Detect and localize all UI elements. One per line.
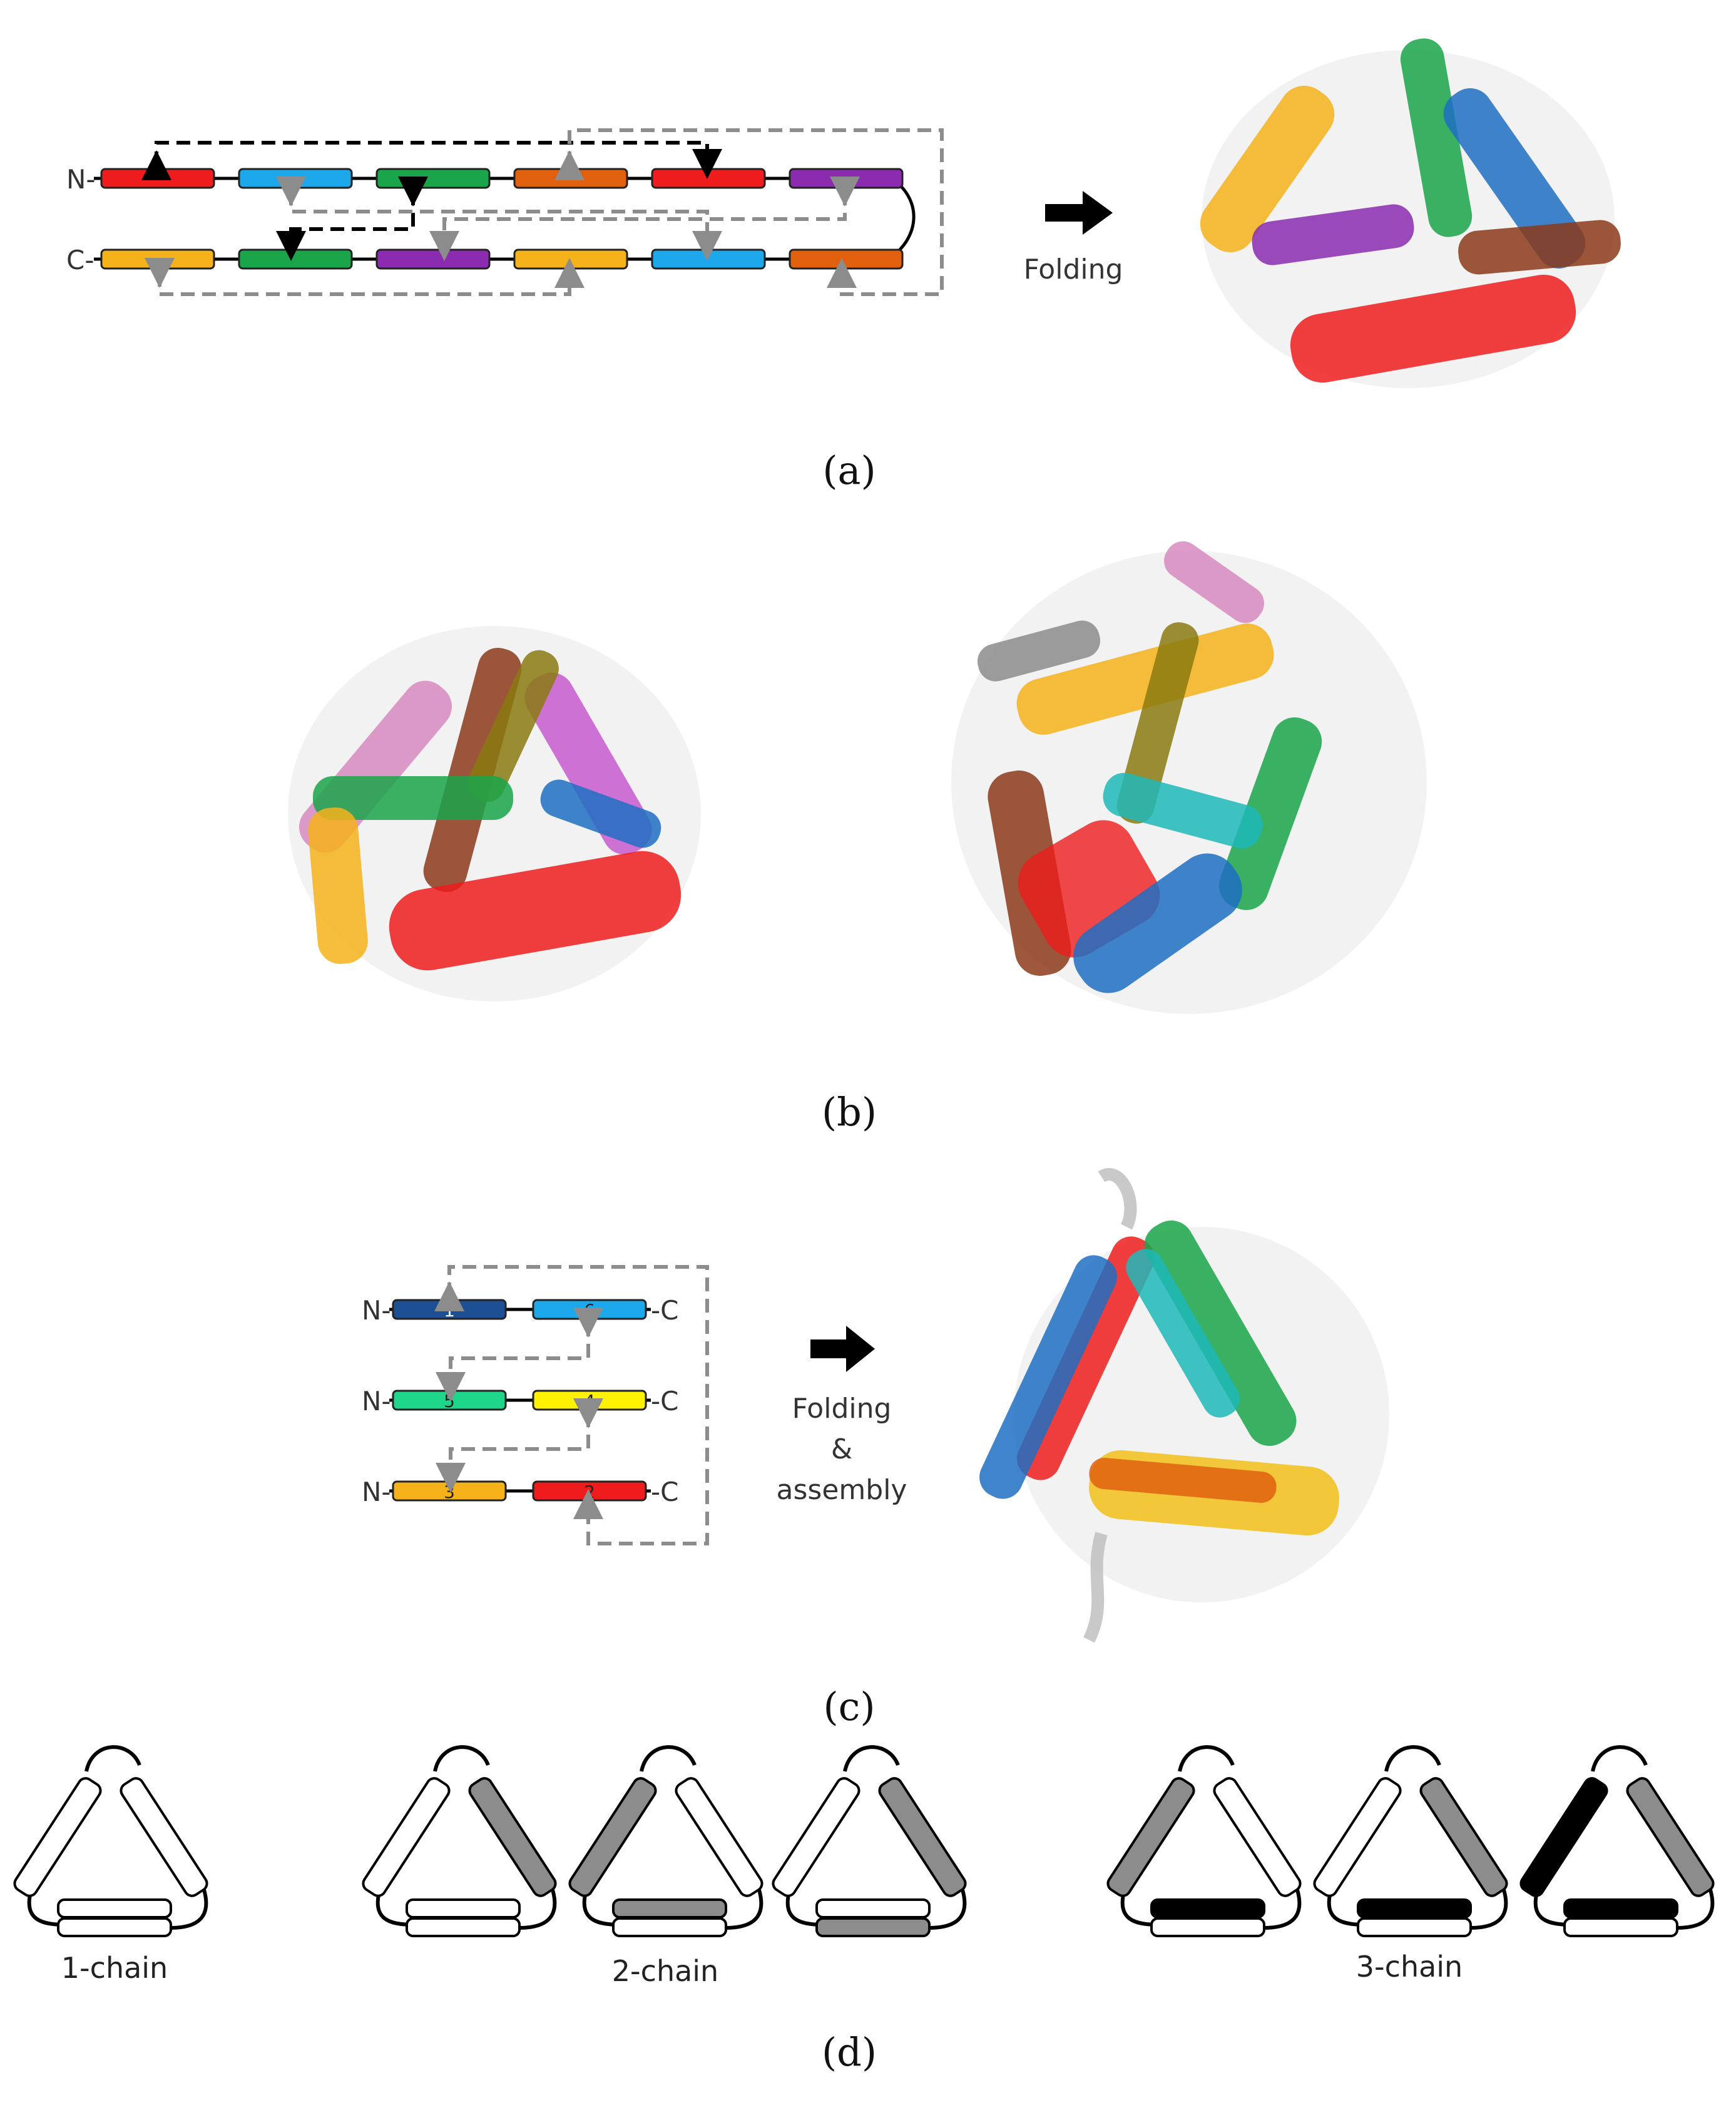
panel-d-caption: (d) [822, 2029, 877, 2075]
helix-cylinder [789, 248, 904, 270]
panel-c-caption: (c) [823, 1684, 875, 1729]
helix-cylinder [815, 1917, 931, 1937]
helix-cylinder [568, 1777, 657, 1897]
panel-a-c-terminus: C- [66, 245, 94, 275]
helix-cylinder [375, 248, 491, 270]
helix-cylinder [375, 168, 491, 189]
panel-c-folding-arrow-icon [810, 1326, 875, 1372]
row-c-terminus: -C [651, 1477, 678, 1507]
panel-a-arrow-label: Folding [1024, 254, 1123, 285]
panel-c-row-2: N- 5 4 -C [362, 1386, 678, 1416]
helix-cylinder [789, 168, 904, 189]
helix-number: 4 [584, 1391, 595, 1411]
helix-cylinder [120, 1777, 208, 1897]
row-n-terminus: N- [362, 1386, 391, 1416]
helix-cylinder [1213, 1777, 1302, 1897]
panel-b-structure-left-image [288, 626, 701, 1001]
helix-cylinder [1357, 1898, 1472, 1918]
panel-b: (b) [288, 541, 1427, 1135]
helix-cylinder [1519, 1777, 1608, 1897]
panel-c-arrow-label-3: assembly [777, 1474, 907, 1506]
panel-d: 1-chain 2-chain 3-chain (d) [13, 1745, 1715, 2075]
panel-c-gray-link [436, 1398, 603, 1493]
panel-d-label-2-chain: 2-chain [612, 1954, 718, 1988]
panel-a-gray-link [429, 177, 860, 261]
panel-c-arrow-label-1: Folding [792, 1393, 892, 1425]
helix-cylinder [1150, 1898, 1265, 1918]
helix-cylinder [362, 1777, 451, 1897]
helix-cylinder [651, 248, 766, 270]
row-n-terminus: N- [362, 1295, 391, 1326]
helix-number: 5 [444, 1391, 455, 1411]
triangle-cartoon [568, 1745, 763, 1937]
helix-cylinder [1563, 1917, 1678, 1937]
triangle-cartoon [1519, 1745, 1715, 1937]
helix-cylinder [238, 248, 353, 270]
helix-cylinder [1106, 1777, 1195, 1897]
helix-cylinder [1563, 1898, 1678, 1918]
helix-cylinder [513, 248, 628, 270]
panel-c: N- 1 6 -C N- 5 4 -C N- 3 2 -C [362, 1168, 1389, 1729]
helix-number: 6 [584, 1300, 595, 1321]
helix-cylinder [100, 168, 215, 189]
helix-cylinder [675, 1777, 763, 1897]
triangle-cartoon [772, 1745, 967, 1937]
panel-c-gray-link [436, 1308, 603, 1402]
panel-a-turn-loop [887, 177, 916, 261]
panel-a-gray-link [145, 258, 585, 296]
helix-cylinder [1419, 1777, 1508, 1897]
helix-cylinder [57, 1917, 172, 1937]
panel-c-arrow-label-2: & [831, 1433, 852, 1465]
helix-cylinder [651, 168, 766, 189]
panel-d-label-1-chain: 1-chain [61, 1951, 168, 1985]
row-c-terminus: -C [651, 1295, 678, 1326]
row-n-terminus: N- [362, 1477, 391, 1507]
triangle-cartoon [1106, 1745, 1302, 1937]
panel-b-structure-right-image [951, 541, 1427, 1014]
helix-cylinder [1150, 1917, 1265, 1937]
helix-cylinder [238, 168, 353, 189]
triangle-cartoon [362, 1745, 557, 1937]
helix-cylinder [1626, 1777, 1715, 1897]
helix-cylinder [57, 1898, 172, 1918]
helix-cylinder [100, 248, 215, 270]
helix-cylinder [878, 1777, 967, 1897]
helix-cylinder [406, 1898, 521, 1918]
panel-a-black-link [276, 177, 428, 261]
panel-a-structure-image [1200, 38, 1621, 388]
panel-b-caption: (b) [822, 1089, 877, 1135]
helix-cylinder [1357, 1917, 1472, 1937]
helix-number: 3 [444, 1482, 455, 1502]
triangle-cartoon [13, 1745, 208, 1937]
panel-a: N- C- [66, 38, 1621, 493]
helix-cylinder [772, 1777, 860, 1897]
panel-a-n-terminus: N- [66, 164, 96, 195]
panel-c-row-3: N- 3 2 -C [362, 1477, 678, 1507]
helix-cylinder [468, 1777, 557, 1897]
panel-a-gray-link [554, 128, 944, 296]
row-c-terminus: -C [651, 1386, 678, 1416]
panel-a-folding-arrow-icon [1045, 191, 1113, 235]
helix-cylinder [612, 1917, 727, 1937]
panel-d-label-3-chain: 3-chain [1356, 1950, 1463, 1984]
panel-c-structure-image [979, 1168, 1389, 1643]
helix-cylinder [13, 1777, 102, 1897]
helix-cylinder [612, 1898, 727, 1918]
helix-cylinder [406, 1917, 521, 1937]
panel-c-row-1: N- 1 6 -C [362, 1295, 678, 1326]
panel-c-gray-link [434, 1265, 709, 1545]
helix-number: 1 [444, 1300, 455, 1321]
panel-a-black-link [141, 141, 722, 180]
helix-number: 2 [584, 1482, 595, 1502]
triangle-cartoon [1313, 1745, 1508, 1937]
helix-cylinder [815, 1898, 931, 1918]
helix-cylinder [513, 168, 628, 189]
panel-a-caption: (a) [822, 448, 876, 493]
helix-cylinder [1313, 1777, 1402, 1897]
